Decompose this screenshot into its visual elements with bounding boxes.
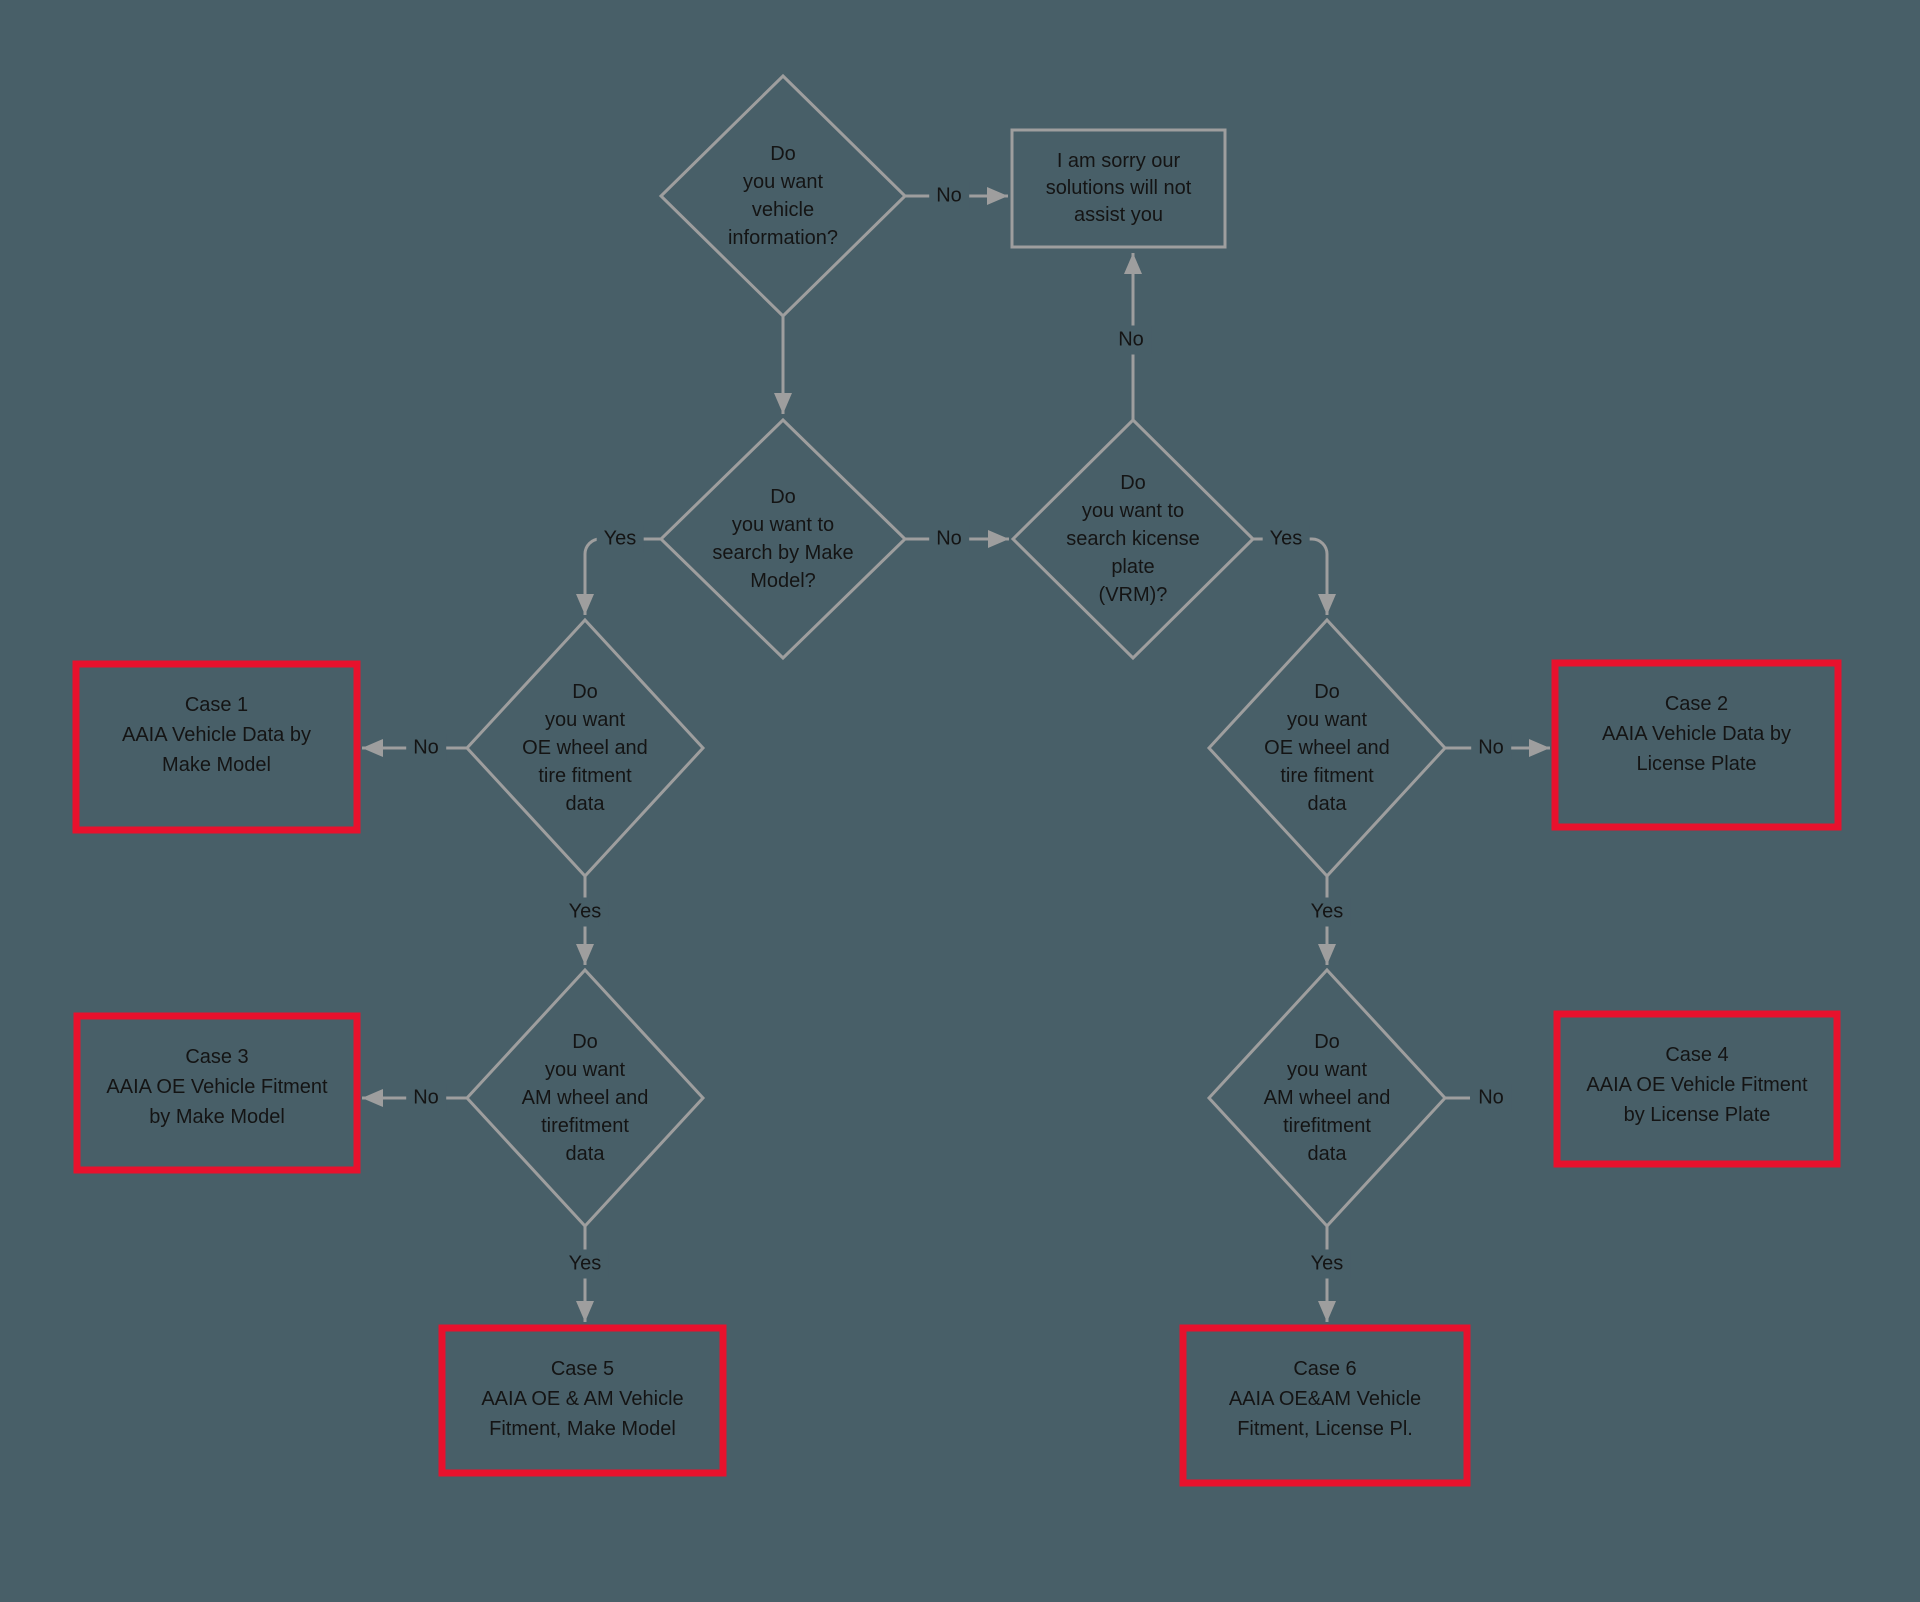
decision-vehicle-info: [658, 73, 908, 319]
case-4-title: Case 4: [1665, 1044, 1729, 1066]
case-6-text: Case 6 AAIA OE&AM Vehicle Fitment, Licen…: [1183, 1328, 1467, 1444]
edge-label-yes: Yes: [596, 524, 644, 554]
case-2-title: Case 2: [1664, 693, 1729, 715]
decision-oe-fitment-right: [1206, 617, 1448, 879]
edge-label-no: No: [929, 181, 969, 211]
case-1-title: Case 1: [184, 694, 249, 716]
case-1-text: Case 1 AAIA Vehicle Data by Make Model: [76, 664, 357, 780]
edge-label-no: No: [406, 1083, 446, 1113]
case-4-body: AAIA OE Vehicle Fitment by License Plate: [1586, 1074, 1808, 1126]
case-5-text: Case 5 AAIA OE & AM Vehicle Fitment, Mak…: [442, 1328, 723, 1444]
case-6-box: [1179, 1324, 1471, 1487]
terminal-sorry-text: I am sorry our solutions will not assist…: [1045, 150, 1192, 226]
edge-label-no: No: [1471, 733, 1511, 763]
decision-vehicle-info-text: Do you want vehicle information?: [727, 143, 839, 249]
case-4-text: Case 4 AAIA OE Vehicle Fitment by Licens…: [1557, 1014, 1837, 1130]
case-5-title: Case 5: [550, 1358, 615, 1380]
decision-oe-fitment-left: [464, 617, 706, 879]
decision-search-make-model-text: Do you want to search by Make Model?: [712, 486, 854, 592]
case-5-box: [438, 1324, 727, 1477]
decision-am-fitment-right-text: Do you want AM wheel and tirefitment dat…: [1263, 1031, 1391, 1165]
decision-search-license-plate-text: Do you want to search kicense plate (VRM…: [1066, 472, 1200, 606]
case-6-body: AAIA OE&AM Vehicle Fitment, License Pl.: [1228, 1388, 1422, 1440]
edge-label-yes: Yes: [561, 1249, 609, 1279]
decision-am-fitment-left: [464, 967, 706, 1229]
case-6-title: Case 6: [1293, 1358, 1357, 1380]
edge-label-no: No: [406, 733, 446, 763]
case-3-body: AAIA OE Vehicle Fitment by Make Model: [106, 1076, 328, 1128]
case-3-title: Case 3: [185, 1046, 249, 1068]
edge-label-yes: Yes: [1303, 1249, 1351, 1279]
edge-label-no: No: [929, 524, 969, 554]
edge-label-yes: Yes: [1262, 524, 1310, 554]
case-2-text: Case 2 AAIA Vehicle Data by License Plat…: [1555, 663, 1838, 779]
decision-search-make-model: [658, 417, 908, 661]
edge-label-yes: Yes: [1303, 897, 1351, 927]
terminal-sorry-box: [1010, 128, 1227, 249]
case-3-box: [73, 1012, 361, 1174]
edge-licenseplate-yes: [1253, 537, 1336, 615]
case-1-body: AAIA Vehicle Data by Make Model: [121, 724, 311, 776]
decision-am-fitment-left-text: Do you want AM wheel and tirefitment dat…: [521, 1031, 649, 1165]
case-1-box: [72, 660, 361, 834]
decision-oe-fitment-right-text: Do you want OE wheel and tire fitment da…: [1264, 681, 1390, 815]
case-2-box: [1551, 659, 1842, 831]
edge-label-no: No: [1471, 1083, 1511, 1113]
decision-oe-fitment-left-text: Do you want OE wheel and tire fitment da…: [522, 681, 648, 815]
decision-search-license-plate: [1010, 417, 1256, 661]
decision-am-fitment-right: [1206, 967, 1448, 1229]
case-2-body: AAIA Vehicle Data by License Plate: [1601, 723, 1791, 775]
case-3-text: Case 3 AAIA OE Vehicle Fitment by Make M…: [77, 1016, 357, 1132]
edge-label-yes: Yes: [561, 897, 609, 927]
case-4-box: [1553, 1010, 1841, 1168]
edge-label-no: No: [1111, 325, 1151, 355]
case-5-body: AAIA OE & AM Vehicle Fitment, Make Model: [481, 1388, 684, 1440]
